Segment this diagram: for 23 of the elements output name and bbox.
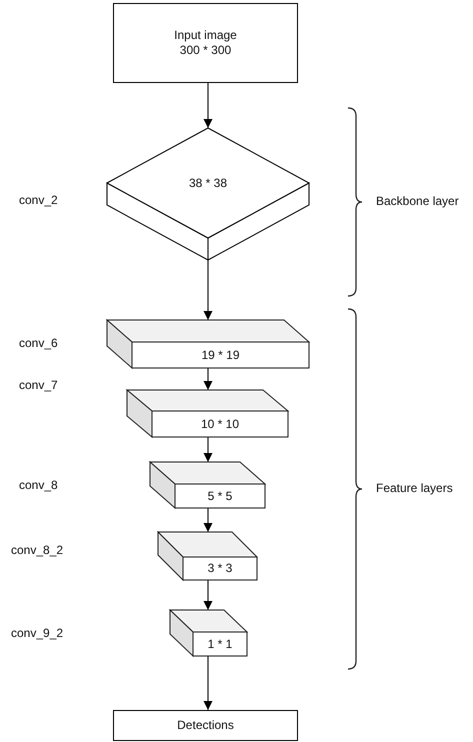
arrow	[204, 82, 212, 128]
size-label: 19 * 19	[201, 348, 240, 362]
arrow	[204, 508, 212, 532]
arrow	[204, 260, 212, 320]
layer-name: conv_7	[19, 378, 58, 392]
group-label: Feature layers	[376, 481, 453, 495]
layer-name: conv_8_2	[11, 543, 64, 557]
size-label: 5 * 5	[208, 488, 232, 504]
arrow	[204, 656, 212, 710]
arrow	[204, 368, 212, 390]
layer-name: conv_2	[19, 193, 58, 207]
layer-name: conv_6	[19, 336, 58, 350]
size-label: 3 * 3	[208, 561, 232, 576]
layer-name: conv_8	[19, 478, 58, 492]
arrow	[204, 580, 212, 610]
size-label: 10 * 10	[200, 416, 240, 432]
size-label: 38 * 38	[188, 176, 228, 190]
arrow	[204, 436, 212, 462]
group-label: Backbone layer	[376, 194, 459, 208]
box-label: Detections	[177, 718, 234, 733]
layer-name: conv_9_2	[11, 626, 64, 640]
size-label: 1 * 1	[208, 636, 232, 652]
box-label: Input image 300 * 300	[173, 28, 238, 58]
